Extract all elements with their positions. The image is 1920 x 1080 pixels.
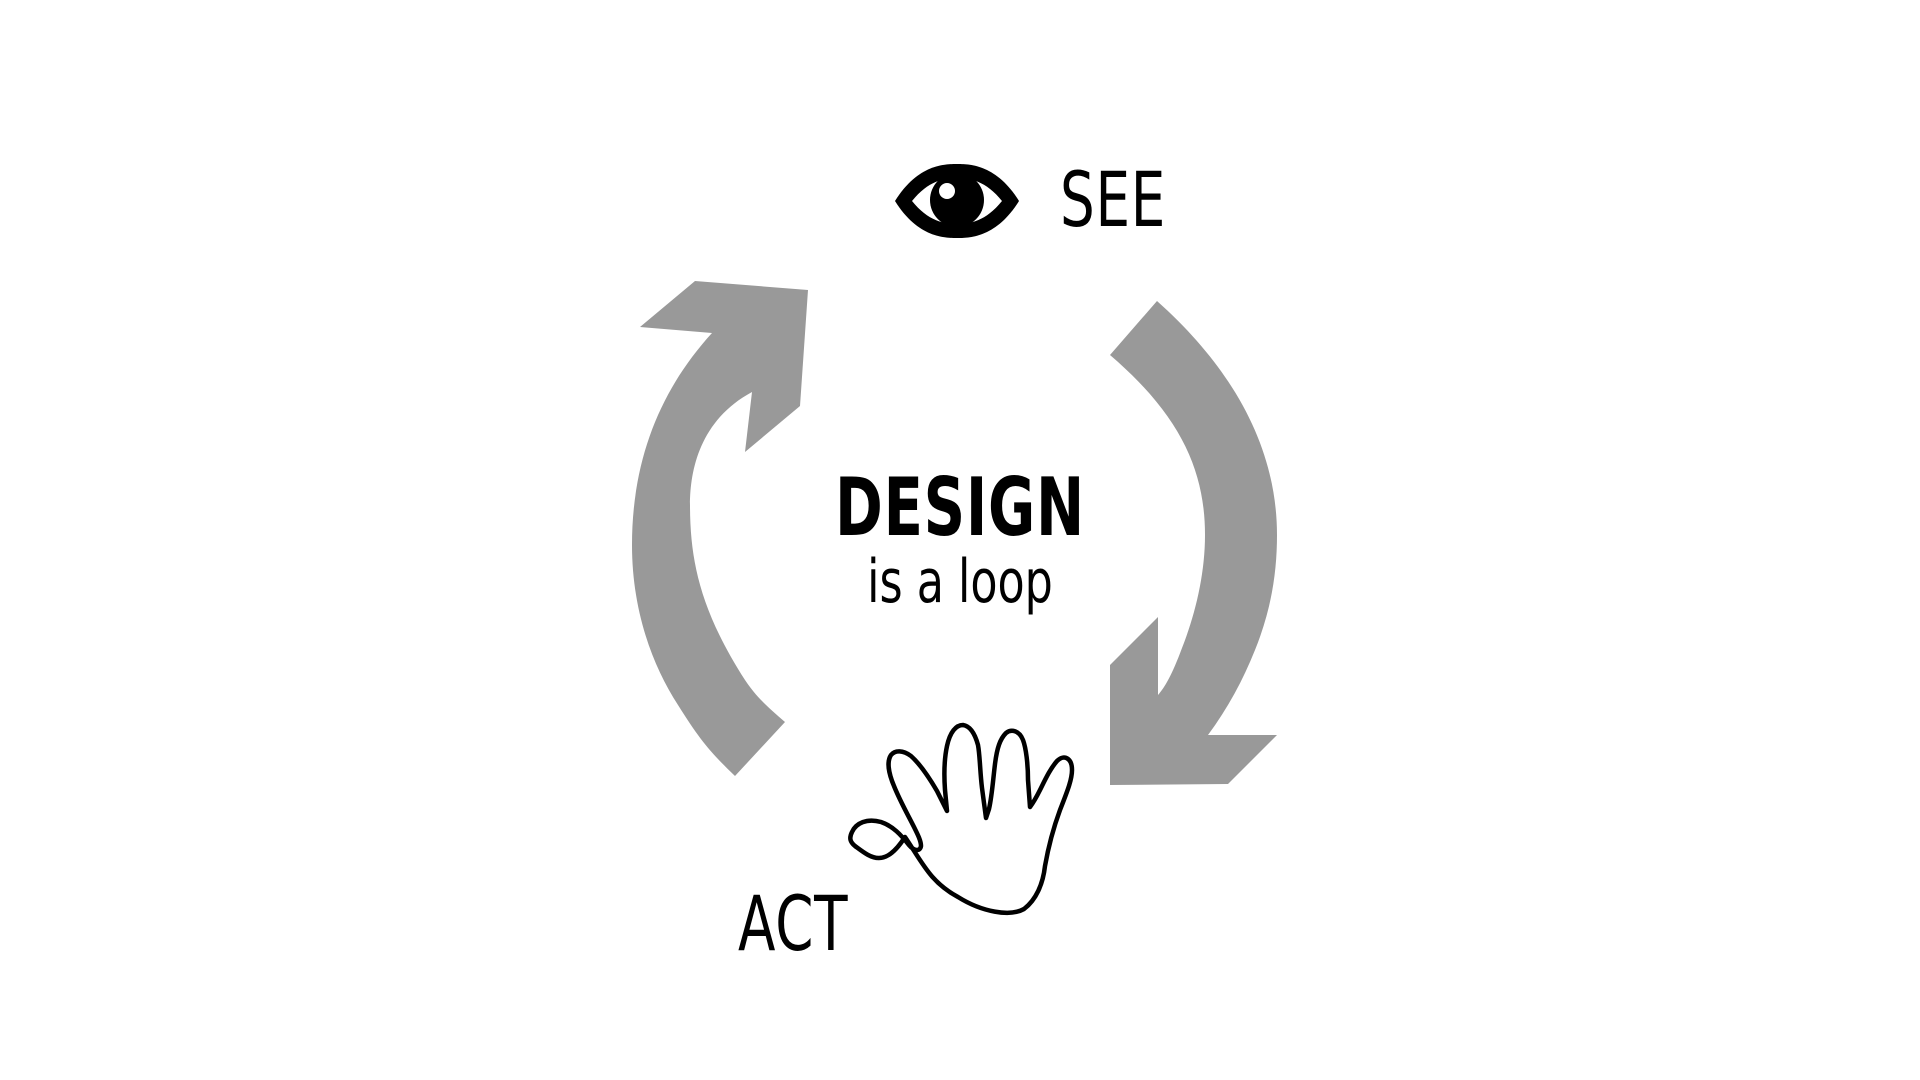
center-caption: DESIGN is a loop [780,461,1140,617]
hand-icon [848,722,1075,916]
diagram-title: DESIGN [835,461,1085,554]
arrow-act-to-see [632,281,808,776]
diagram-subtitle: is a loop [867,547,1053,617]
see-label: SEE [1060,155,1167,244]
eye-icon [895,164,1019,238]
arrow-see-to-act [1110,301,1277,785]
act-label: ACT [738,879,849,968]
